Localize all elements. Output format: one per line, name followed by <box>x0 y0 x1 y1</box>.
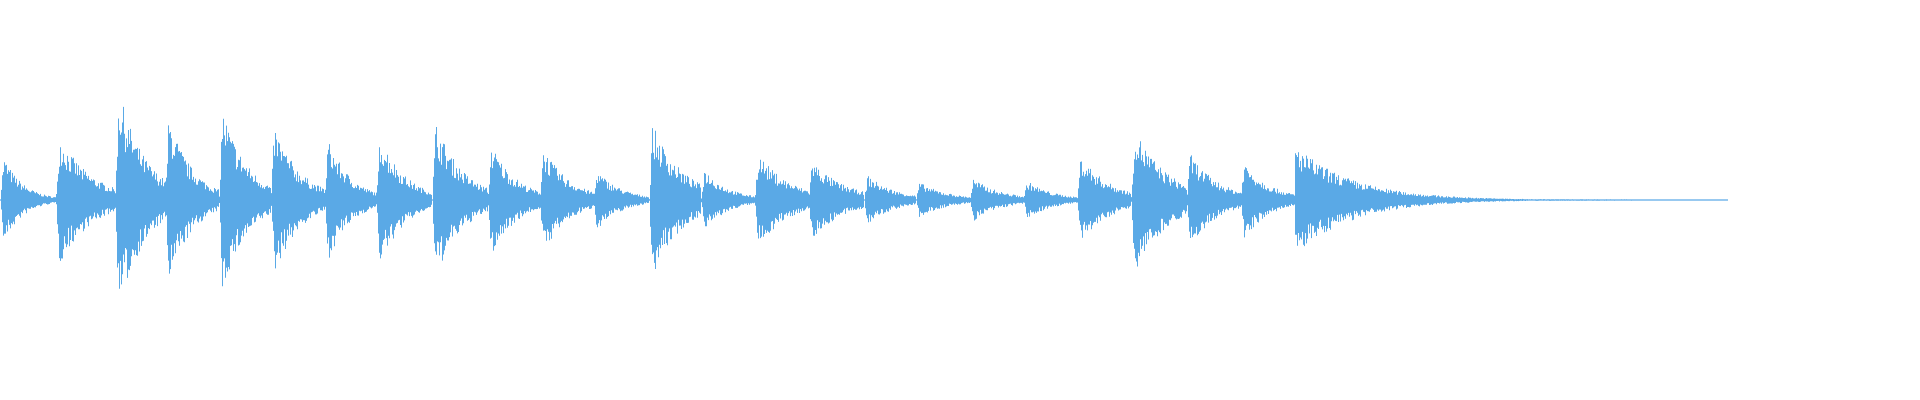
waveform-trace <box>0 106 1728 289</box>
waveform-samples <box>0 106 1728 289</box>
